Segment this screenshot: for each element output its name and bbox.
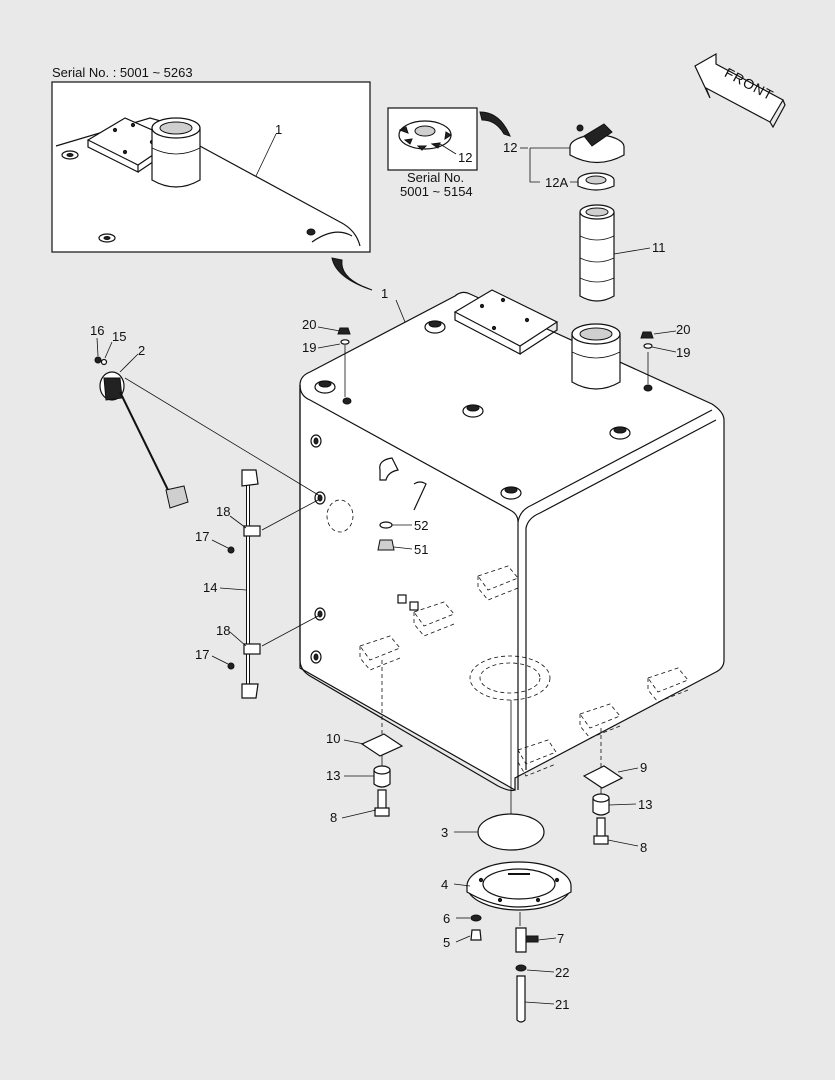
tank-elbow-fittings	[379, 457, 427, 611]
inset-cap-serial-line2: 5001 ~ 5154	[400, 184, 473, 199]
part-3-gasket	[477, 813, 545, 851]
callout-22: 22	[555, 965, 569, 980]
part-14-sight-gauge	[241, 469, 259, 699]
part-17-screws	[227, 546, 235, 670]
callout-17-top: 17	[195, 529, 209, 544]
callouts: 1 20 19 20 19 12 12A 11 16 15 2 18 17 14…	[90, 140, 690, 1012]
callout-1-inset: 1	[275, 122, 282, 137]
part-2-level-gauge	[99, 371, 189, 509]
callout-18-bottom: 18	[216, 623, 230, 638]
part-21-drain-hose	[516, 975, 526, 1023]
callout-19-right: 19	[676, 345, 690, 360]
callout-3: 3	[441, 825, 448, 840]
callout-12: 12	[503, 140, 517, 155]
tank-filler-neck	[571, 323, 621, 390]
tank-hatch-plate	[453, 289, 559, 355]
part-13-mounts	[373, 765, 610, 816]
callout-13-right: 13	[638, 797, 652, 812]
inset-cap-part-label: 12	[458, 150, 472, 165]
front-direction-arrow: FRONT	[694, 52, 786, 129]
callout-12a: 12A	[545, 175, 568, 190]
callout-16: 16	[90, 323, 104, 338]
inset-cap-serial-line1: Serial No.	[407, 170, 464, 185]
part-12a-strainer	[577, 172, 615, 191]
part-20-19-right-bolt-washer	[640, 331, 654, 349]
callout-5: 5	[443, 935, 450, 950]
callout-10: 10	[326, 731, 340, 746]
inset-serial-label: Serial No. : 5001 ~ 5263	[52, 65, 193, 80]
callout-17-bottom: 17	[195, 647, 209, 662]
part-7-drain-valve	[515, 927, 539, 953]
callout-52: 52	[414, 518, 428, 533]
callout-4: 4	[441, 877, 448, 892]
callout-20-left: 20	[302, 317, 316, 332]
callout-51: 51	[414, 542, 428, 557]
tank-side-ports	[310, 434, 354, 664]
part-18-clamps	[243, 525, 261, 655]
part-12-fuel-cap	[569, 123, 625, 164]
callout-15: 15	[112, 329, 126, 344]
inset-top-panel: Serial No. : 5001 ~ 5263 1	[51, 65, 371, 253]
part-11-filler-pipe	[579, 204, 615, 302]
callout-9: 9	[640, 760, 647, 775]
inset-filler-neck	[151, 117, 201, 188]
inset-cap-arrow-icon	[479, 111, 511, 137]
part-6-5-washer-bolt	[470, 914, 482, 941]
part-22-clip	[515, 964, 527, 972]
tank-top-bosses	[314, 320, 653, 500]
fuel-tank-body	[299, 289, 725, 792]
alt-fuel-cap-icon	[398, 120, 452, 151]
callout-14: 14	[203, 580, 217, 595]
callout-20-right: 20	[676, 322, 690, 337]
callout-19-left: 19	[302, 340, 316, 355]
callout-11: 11	[652, 240, 666, 255]
tank-mount-pads-hidden	[359, 565, 689, 777]
part-4-cover-plate	[466, 861, 572, 911]
part-8-bolts	[374, 789, 609, 845]
callout-2: 2	[138, 343, 145, 358]
callout-6: 6	[443, 911, 450, 926]
callout-1-main: 1	[381, 286, 388, 301]
callout-7: 7	[557, 931, 564, 946]
part-10-bracket	[360, 733, 404, 757]
callout-8-right: 8	[640, 840, 647, 855]
callout-13-left: 13	[326, 768, 340, 783]
callout-8-left: 8	[330, 810, 337, 825]
part-52-51-oring-plug	[377, 521, 395, 551]
callout-21: 21	[555, 997, 569, 1012]
callout-18-top: 18	[216, 504, 230, 519]
inset-cap-panel: 12 Serial No. 5001 ~ 5154	[387, 107, 478, 199]
part-16-15-screw-washer	[94, 356, 108, 366]
assembly-leader-lines	[124, 345, 649, 926]
part-20-19-left-bolt-washer	[337, 327, 351, 345]
part-9-bracket	[582, 765, 624, 789]
inset-arrow-icon	[331, 257, 373, 291]
